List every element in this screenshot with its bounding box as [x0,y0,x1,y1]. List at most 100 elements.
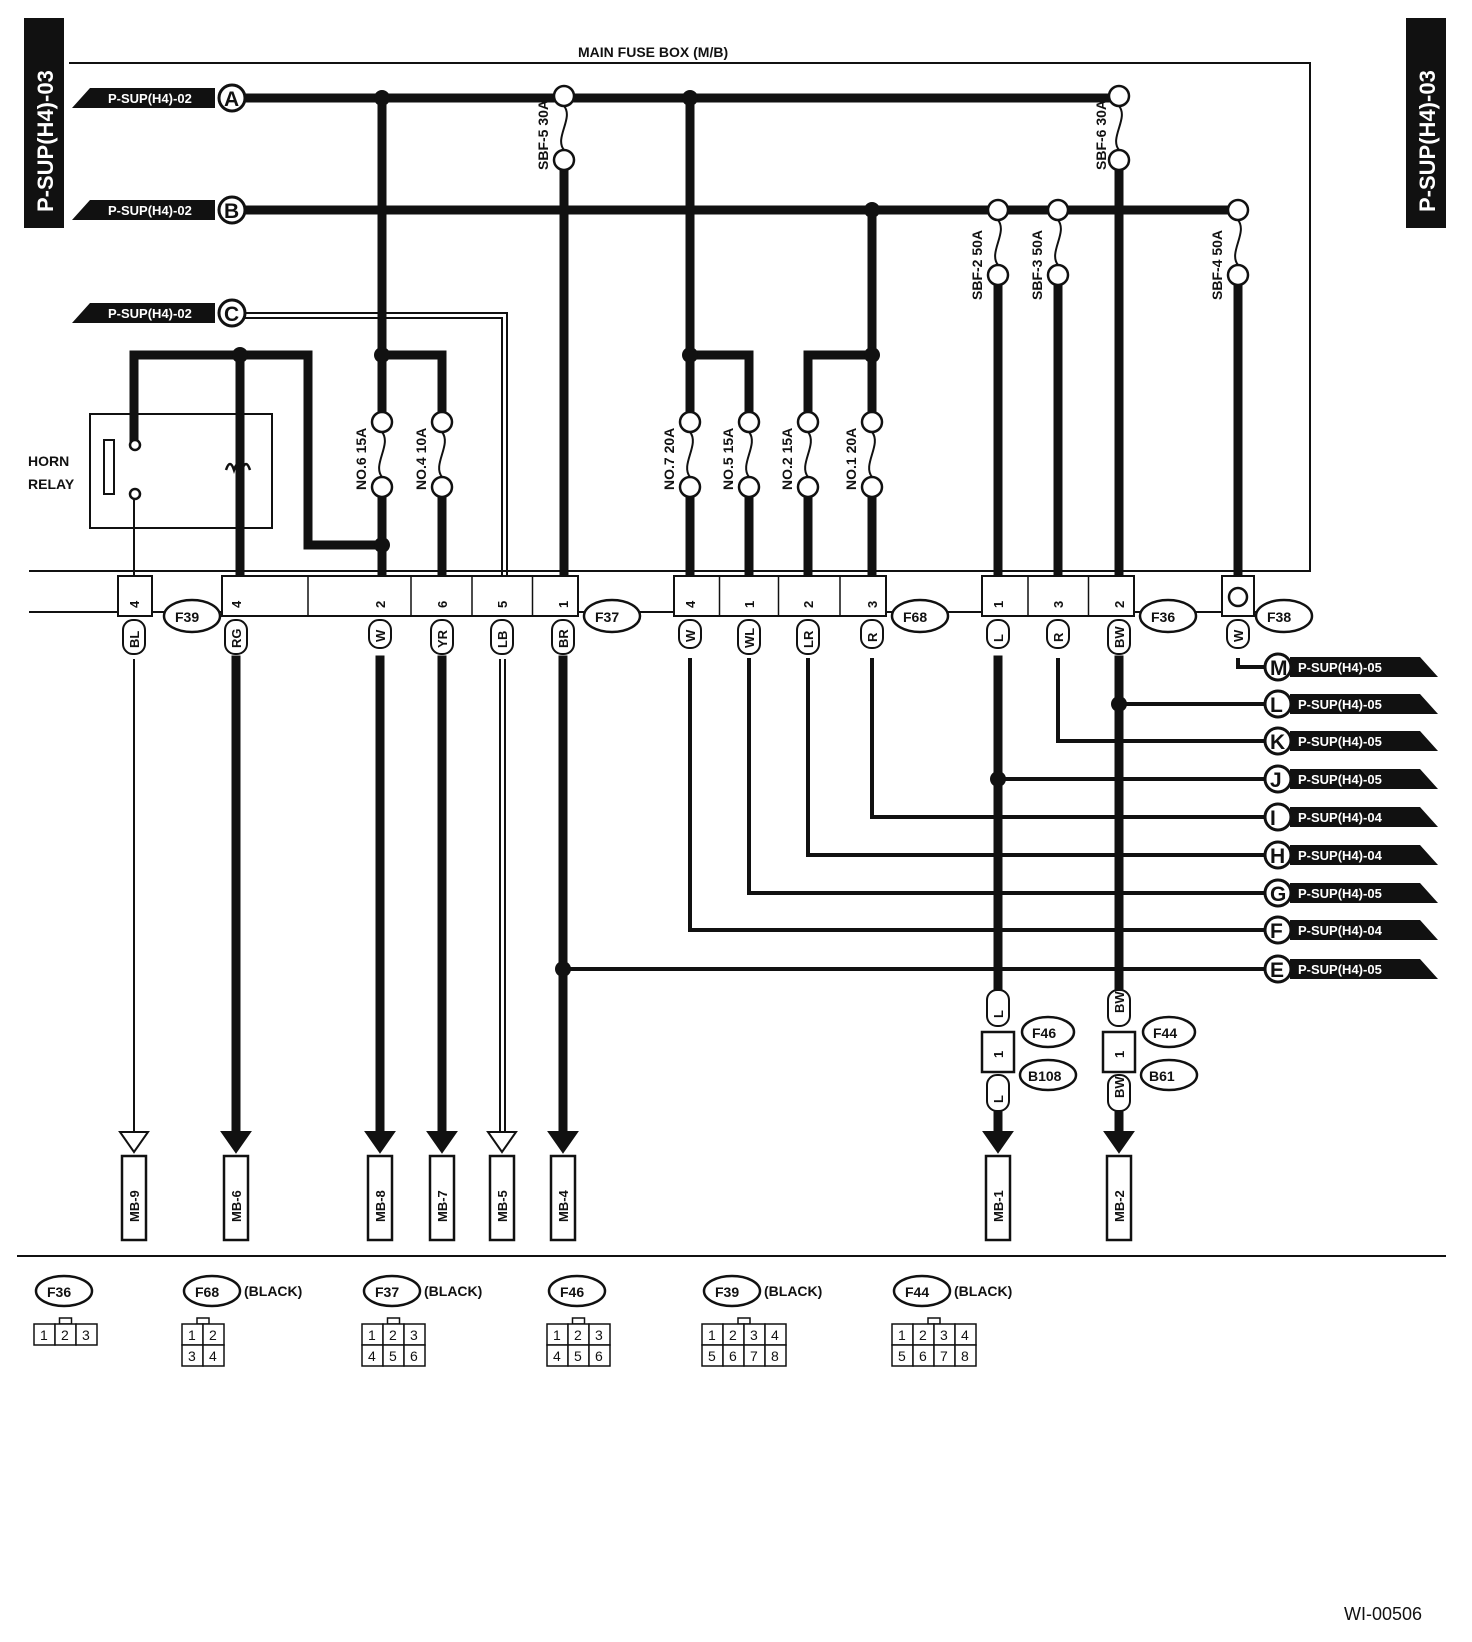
inline-id-top: F46 [1032,1025,1056,1041]
fuse-terminal [1046,198,1070,222]
legend-id-ring [547,1274,607,1308]
legend-pin: 5 [389,1348,397,1364]
legend-pin: 4 [553,1348,561,1364]
legend-key [571,1317,586,1325]
legend-id-ring [362,1274,422,1308]
fuse-element [686,431,694,478]
wire-color-tag [122,619,146,655]
output-letter-ring [1263,840,1293,870]
pin-number: 1 [991,1051,1006,1058]
legend-pin: 2 [209,1327,217,1343]
wire-color: BW [1112,1076,1127,1098]
fuse-element [994,219,1002,266]
output-tag-i: P-SUP(H4)-04I [1263,802,1438,832]
fuse-label: SBF-6 30A [1093,100,1109,170]
feed-no2 [803,350,877,425]
legend-id: F37 [375,1284,399,1300]
terminal-arrow [220,1131,252,1154]
wire-color-tag [224,619,248,655]
terminal-label: MB-6 [229,1190,244,1222]
fuse-terminal [1226,198,1250,222]
wire-color: YR [435,629,450,648]
wire-color-tag [1226,619,1250,649]
output-tag-j: P-SUP(H4)-05J [1263,764,1438,794]
terminal-mb-6: MB-6 [220,1131,252,1242]
svg-text:P-SUP(H4)-03: P-SUP(H4)-03 [1415,70,1440,212]
wire-color-tag [1107,989,1131,1027]
pin-number: 4 [683,600,698,608]
feed-no4 [377,350,447,425]
fuse-element [560,105,568,151]
connector-body [673,575,887,617]
junction-dot [1111,696,1127,712]
terminal-box [428,1154,456,1242]
legend-key [196,1317,210,1325]
legend-id-ring [34,1274,94,1308]
fuse-terminal [986,198,1010,222]
output-letter: M [1270,657,1288,680]
fuse-terminal [430,475,454,499]
terminal-label: MB-1 [991,1190,1006,1222]
fuse-box-title: MAIN FUSE BOX (M/B) [578,44,728,60]
fuse-terminal [430,410,454,434]
connector-body [221,575,579,617]
horn-relay-label-2: RELAY [28,476,75,492]
horn-relay-label-1: HORN [28,453,69,469]
pin-number: 2 [1112,601,1127,608]
legend-note: (BLACK) [764,1283,822,1299]
legend-pin: 1 [898,1327,906,1343]
fuse-terminal [1046,263,1070,287]
connector-id: F39 [175,609,199,625]
output-tag-k: P-SUP(H4)-05K [1263,726,1438,756]
legend-cell [764,1344,787,1367]
legend-key [58,1317,73,1325]
input-letter-ring [217,195,247,225]
legend-pin: 3 [188,1348,196,1364]
pin-number: 3 [1051,601,1066,608]
legend-key [737,1317,751,1325]
pin-number: 2 [373,601,388,608]
output-tag-shape [1290,769,1438,789]
wire-f [688,658,1267,932]
legend-pin: 7 [940,1348,948,1364]
legend-pin: 5 [898,1348,906,1364]
fuse-terminal [1107,84,1131,108]
input-tag-shape [72,88,215,108]
wire-color: BW [1112,991,1127,1013]
wire-color: W [683,629,698,642]
terminal-label: MB-4 [556,1189,571,1222]
connector-body [117,575,153,617]
terminal-arrow [486,1131,518,1154]
wire-k [1056,658,1267,743]
output-letter: I [1270,807,1276,830]
legend-pin: 2 [729,1327,737,1343]
terminal-box [222,1154,250,1242]
output-letter: G [1270,883,1286,906]
connector-id: F36 [1151,609,1175,625]
wire-i [870,658,1267,819]
legend-id: F36 [47,1284,71,1300]
relay-feed-right [235,350,387,550]
wire-color: BW [1112,626,1127,648]
pin-number: 6 [435,601,450,608]
legend-id: F68 [195,1284,219,1300]
legend-pin: 3 [940,1327,948,1343]
fuse-sbf4: SBF-4 50A [1209,198,1250,300]
wire-h [806,658,1267,857]
connector-id-ring [582,598,642,634]
fuse-label: NO.2 15A [779,428,795,490]
fuse-terminal [860,475,884,499]
wire-color: R [1051,632,1066,642]
terminal-mb-8: MB-8 [364,1131,396,1242]
fuse-terminal [1107,148,1131,172]
wire-color: L [991,1010,1006,1018]
fuse-no7: NO.7 20A [661,410,702,499]
terminal-arrow [364,1131,396,1154]
fuse-terminal [678,475,702,499]
legend-pin: 6 [729,1348,737,1364]
output-tag-ref: P-SUP(H4)-04 [1298,848,1383,863]
